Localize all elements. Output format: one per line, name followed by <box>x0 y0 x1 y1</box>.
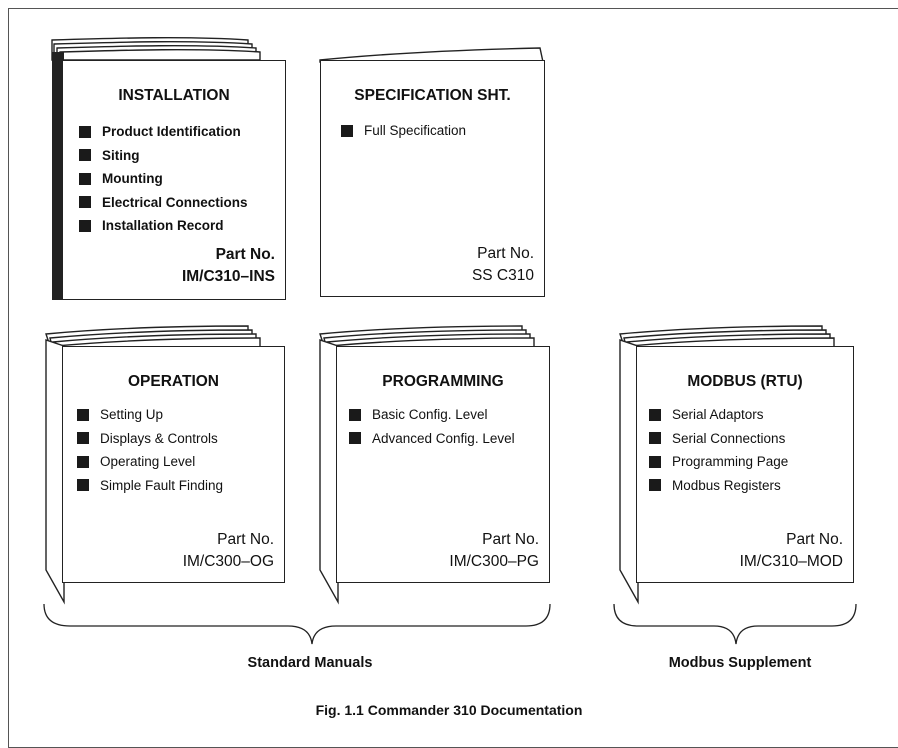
bullet-square-icon <box>77 408 89 421</box>
standard-manuals-brace-icon <box>43 603 551 645</box>
manual-title: MODBUS (RTU) <box>687 373 803 390</box>
bullet-square-icon <box>79 125 91 138</box>
part-label: Part No. <box>786 531 843 548</box>
manual-cover: PROGRAMMING Basic Config. Level Advanced… <box>336 346 550 583</box>
figure-caption: Fig. 1.1 Commander 310 Documentation <box>315 702 583 718</box>
manual-contents-list: Product Identification Siting Mounting E… <box>79 120 248 238</box>
manual-title: SPECIFICATION SHT. <box>354 87 511 104</box>
modbus-supplement-brace-icon <box>613 603 857 645</box>
manual-spine-pages-icon <box>319 339 339 605</box>
bullet-square-icon <box>77 479 89 492</box>
manual-contents-list: Setting Up Displays & Controls Operating… <box>77 403 223 497</box>
contents-item: Advanced Config. Level <box>349 427 515 451</box>
bullet-square-icon <box>79 219 91 232</box>
part-label: Part No. <box>215 246 275 263</box>
contents-item: Serial Adaptors <box>649 403 788 427</box>
manual-title: PROGRAMMING <box>382 373 504 390</box>
manual-title: INSTALLATION <box>118 87 230 104</box>
manual-title: OPERATION <box>128 373 219 390</box>
bullet-square-icon <box>79 149 91 162</box>
contents-item: Siting <box>79 144 248 168</box>
part-number-block: Part No. IM/C300–PG <box>449 529 539 573</box>
manual-cover: OPERATION Setting Up Displays & Controls… <box>62 346 285 583</box>
sheet-top-icon <box>319 47 544 63</box>
manual-contents-list: Full Specification <box>341 119 466 143</box>
manual-spine-pages-icon <box>45 339 65 605</box>
part-label: Part No. <box>217 531 274 548</box>
part-number-block: Part No. SS C310 <box>472 243 534 287</box>
contents-item: Setting Up <box>77 403 223 427</box>
part-number-block: Part No. IM/C310–MOD <box>740 529 843 573</box>
part-number: IM/C300–PG <box>449 553 539 570</box>
contents-item: Installation Record <box>79 214 248 238</box>
part-number: IM/C310–INS <box>181 268 275 285</box>
manual-contents-list: Basic Config. Level Advanced Config. Lev… <box>349 403 515 450</box>
bullet-square-icon <box>649 432 661 445</box>
part-label: Part No. <box>477 245 534 262</box>
part-number-block: Part No. IM/C310–INS <box>182 244 275 288</box>
bullet-square-icon <box>79 196 91 209</box>
bullet-square-icon <box>649 408 661 421</box>
contents-item: Serial Connections <box>649 427 788 451</box>
contents-item: Operating Level <box>77 450 223 474</box>
contents-item: Electrical Connections <box>79 191 248 215</box>
manual-pages-icon <box>51 36 261 61</box>
contents-item: Programming Page <box>649 450 788 474</box>
part-number: IM/C310–MOD <box>739 553 843 570</box>
part-number: IM/C300–OG <box>182 553 274 570</box>
contents-item: Simple Fault Finding <box>77 474 223 498</box>
manual-cover: SPECIFICATION SHT. Full Specification Pa… <box>320 60 545 297</box>
manual-cover: INSTALLATION Product Identification Siti… <box>62 60 286 300</box>
bullet-square-icon <box>349 432 361 445</box>
part-number-block: Part No. IM/C300–OG <box>183 529 274 573</box>
contents-item: Modbus Registers <box>649 474 788 498</box>
bullet-square-icon <box>77 455 89 468</box>
contents-item: Displays & Controls <box>77 427 223 451</box>
manual-contents-list: Serial Adaptors Serial Connections Progr… <box>649 403 788 497</box>
group-label-modbus-supplement: Modbus Supplement <box>668 655 812 671</box>
contents-item: Mounting <box>79 167 248 191</box>
contents-item: Product Identification <box>79 120 248 144</box>
contents-item: Basic Config. Level <box>349 403 515 427</box>
contents-item: Full Specification <box>341 119 466 143</box>
group-label-standard-manuals: Standard Manuals <box>247 655 373 671</box>
part-label: Part No. <box>482 531 539 548</box>
bullet-square-icon <box>77 432 89 445</box>
bullet-square-icon <box>341 124 353 137</box>
bullet-square-icon <box>649 479 661 492</box>
manual-spine-pages-icon <box>619 339 639 605</box>
manual-cover: MODBUS (RTU) Serial Adaptors Serial Conn… <box>636 346 854 583</box>
bullet-square-icon <box>79 172 91 185</box>
bullet-square-icon <box>349 408 361 421</box>
bullet-square-icon <box>649 455 661 468</box>
part-number: SS C310 <box>471 267 534 284</box>
manual-spine <box>52 52 64 300</box>
